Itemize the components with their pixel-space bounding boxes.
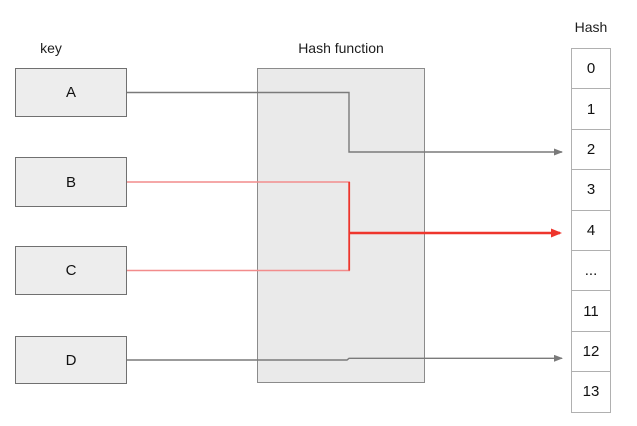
key-box-b: B: [15, 157, 127, 207]
hash-column-label: Hash: [574, 19, 608, 35]
hash-function-label: Hash function: [298, 40, 384, 56]
key-label-d: D: [65, 351, 77, 369]
hash-cell-12: 12: [571, 330, 611, 373]
hash-cell-1: 1: [571, 88, 611, 130]
hash-cell-ellipsis: ...: [571, 249, 611, 292]
hash-cell-2: 2: [571, 128, 611, 171]
hash-table: 0 1 2 3 4 ... 11 12 13: [571, 48, 611, 413]
hash-cell-3: 3: [571, 169, 611, 211]
key-column-label: key: [40, 40, 62, 56]
key-label-a: A: [65, 84, 76, 101]
hash-function-box: [257, 68, 425, 383]
key-label-b: B: [65, 173, 76, 191]
hash-cell-0: 0: [571, 48, 611, 90]
hash-cell-13: 13: [571, 371, 611, 413]
key-label-c: C: [65, 262, 77, 279]
hash-cell-4: 4: [571, 209, 611, 251]
key-box-d: D: [15, 336, 127, 384]
key-box-c: C: [15, 246, 127, 295]
key-box-a: A: [15, 68, 127, 117]
hash-cell-11: 11: [571, 290, 611, 332]
